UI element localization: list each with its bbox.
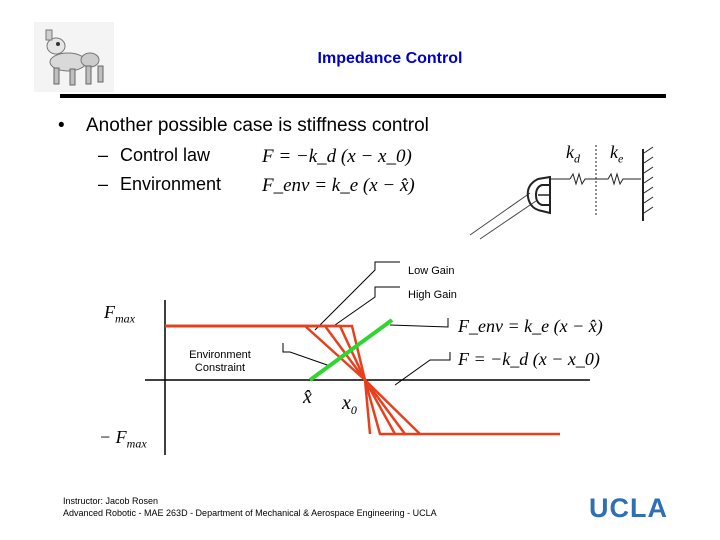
sub-item-control-law: –Control law — [98, 145, 210, 166]
curve-stiff — [363, 379, 372, 435]
footer-instructor: Instructor: Jacob Rosen — [63, 496, 159, 506]
control-law-label: Control law — [120, 145, 211, 165]
environment-label: Environment — [120, 174, 222, 194]
constraint-pointer — [282, 343, 331, 367]
slide-title: Impedance Control — [317, 50, 463, 67]
low-gain-pointer — [314, 261, 400, 331]
control-eq-pointer — [394, 352, 451, 386]
constraint-label-line2: Constraint — [194, 362, 246, 374]
environment-constraint-line — [308, 318, 394, 382]
environment-formula: F_env = k_e (x − x̂) — [262, 175, 415, 196]
curve-low-gain — [165, 324, 421, 435]
robot-spring-sketch — [469, 145, 654, 240]
environment-constraint-label: Environment Constraint — [182, 349, 258, 375]
constraint-label-line1: Environment — [189, 349, 251, 361]
sub-item-environment: –Environment — [98, 174, 221, 195]
title-divider — [60, 94, 666, 98]
control-law-formula: F = −k_d (x − x_0) — [262, 146, 412, 167]
dash-marker: – — [98, 174, 109, 194]
kd-label: kd — [566, 142, 580, 166]
dash-marker: – — [98, 145, 109, 165]
env-eq-pointer — [389, 318, 449, 328]
graph-control-equation: F = −k_d (x − x_0) — [458, 349, 600, 369]
bullet-dot: • — [58, 115, 65, 136]
neg-fmax-label: − Fmax — [99, 427, 147, 451]
low-gain-label: Low Gain — [408, 265, 455, 277]
bullet-text: Another possible case is stiffness contr… — [86, 115, 429, 136]
graph-env-equation: F_env = k_e (x − x̂) — [458, 316, 603, 336]
ucla-logo: UCLA — [589, 493, 668, 523]
bullet-item: • Another possible case is stiffness cont… — [58, 115, 429, 137]
footer: Instructor: Jacob Rosen Advanced Robotic… — [63, 495, 437, 519]
footer-course: Advanced Robotic - MAE 263D - Department… — [63, 508, 437, 518]
ke-label: ke — [610, 142, 624, 166]
x0-label: x0 — [342, 392, 357, 417]
high-gain-label: High Gain — [408, 289, 457, 301]
robot-dog-logo — [34, 22, 114, 92]
xhat-label: x̂ — [303, 386, 312, 408]
high-gain-pointer — [334, 286, 400, 326]
fmax-label: Fmax — [104, 302, 135, 326]
